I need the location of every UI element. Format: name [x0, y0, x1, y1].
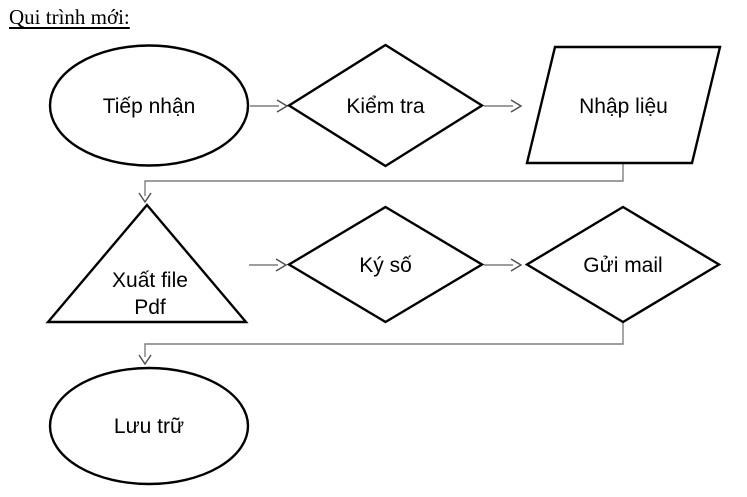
node-label: Lưu trữ: [114, 415, 184, 438]
page-title: Qui trình mới:: [9, 5, 130, 30]
diamond-shape: [286, 43, 485, 168]
arrow-ky-so-to-gui-mail: [484, 258, 523, 272]
arrow-head-icon: [275, 258, 288, 272]
node-label: Ký số: [359, 254, 412, 277]
node-label: Kiểm tra: [346, 95, 425, 118]
arrow-head-icon: [138, 192, 152, 204]
triangle-shape: [45, 203, 249, 324]
diamond-shape: [524, 205, 722, 324]
parallelogram-shape: [525, 45, 722, 165]
node-luu-tru: Lưu trữ: [48, 366, 250, 486]
arrow-head-icon: [510, 99, 523, 113]
arrow-head-icon: [510, 258, 523, 272]
ellipse-shape: [48, 44, 250, 167]
arrow-head-icon: [276, 99, 289, 113]
node-label: Gửi mail: [583, 254, 662, 277]
node-label-line1: Xuất file: [112, 269, 188, 292]
node-label-line2: Pdf: [134, 296, 166, 319]
elbow-line: [144, 164, 624, 196]
elbow-gui-mail-to-luu-tru: [138, 323, 624, 366]
node-nhap-lieu: Nhập liệu: [525, 45, 722, 165]
elbow-line: [144, 323, 624, 357]
node-ky-so: Ký số: [286, 205, 485, 324]
node-gui-mail: Gửi mail: [524, 205, 722, 324]
node-label: Tiếp nhận: [103, 95, 196, 118]
arrow-tiep-nhan-to-kiem-tra: [250, 99, 289, 113]
arrow-xuat-file-pdf-to-ky-so: [249, 258, 288, 272]
page-title-text: Qui trình mới:: [9, 5, 130, 29]
node-tiep-nhan: Tiếp nhận: [48, 44, 250, 167]
elbow-nhap-lieu-to-xuat-file-pdf: [138, 164, 624, 204]
node-xuat-file-pdf: Xuất file Pdf: [45, 203, 249, 324]
node-label: Nhập liệu: [579, 95, 668, 118]
node-kiem-tra: Kiểm tra: [286, 43, 485, 168]
diamond-shape: [286, 205, 485, 324]
arrow-kiem-tra-to-nhap-lieu: [484, 99, 523, 113]
arrow-head-icon: [138, 354, 152, 366]
ellipse-shape: [48, 366, 250, 486]
